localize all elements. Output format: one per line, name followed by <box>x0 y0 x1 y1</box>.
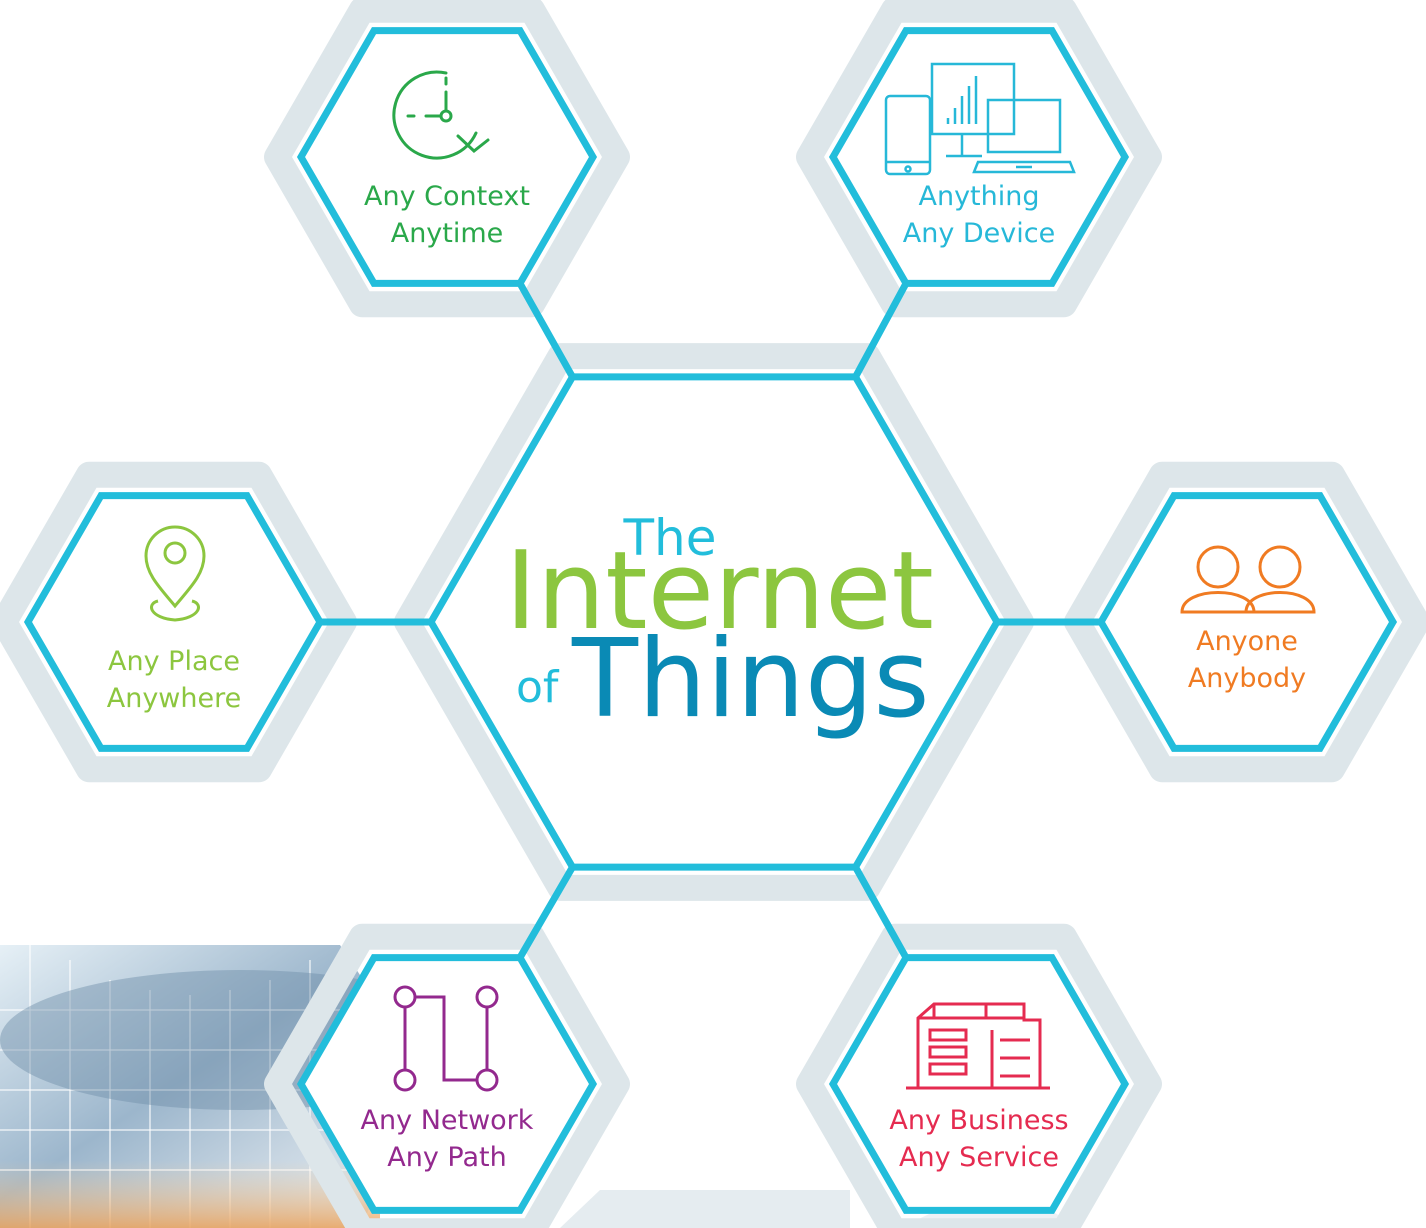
hex-anyone: Anyone Anybody <box>1180 545 1316 694</box>
hex-frame-center <box>426 373 1002 871</box>
connector-business <box>852 863 910 962</box>
hex-frame-business <box>828 954 1130 1214</box>
hex-frame-place <box>23 492 325 752</box>
hex-frame-anyone <box>1096 492 1398 752</box>
hex-network-line1: Any Network <box>361 1105 534 1136</box>
hexagon-frames <box>23 27 1398 1214</box>
hex-business-line1: Any Business <box>889 1105 1068 1136</box>
connector-context <box>516 279 576 381</box>
hex-business-line2: Any Service <box>899 1142 1059 1173</box>
hex-device: Anything Any Device <box>884 62 1076 249</box>
hex-context: Any Context Anytime <box>364 70 530 249</box>
hex-frame-network <box>296 954 598 1214</box>
center-title: The Internet of Things <box>505 509 934 742</box>
people-icon <box>1180 545 1316 614</box>
connector-device <box>852 279 910 381</box>
hex-place-line1: Any Place <box>108 646 240 677</box>
hex-device-line2: Any Device <box>903 218 1055 249</box>
hex-place: Any Place Anywhere <box>107 525 242 714</box>
building-icon <box>906 1002 1050 1090</box>
title-internet: Internet <box>505 529 934 654</box>
location-pin-icon <box>144 525 206 622</box>
hex-business: Any Business Any Service <box>889 1002 1069 1173</box>
hex-context-line1: Any Context <box>364 181 530 212</box>
title-the: The <box>623 509 717 567</box>
devices-icon <box>884 62 1076 176</box>
hex-shadow-anyone <box>1064 461 1426 783</box>
hex-context-line2: Anytime <box>391 218 504 249</box>
hex-anyone-line1: Anyone <box>1196 626 1298 657</box>
hexagon-connectors <box>316 279 1105 962</box>
hex-device-line1: Anything <box>918 181 1039 212</box>
hex-place-line2: Anywhere <box>107 683 242 714</box>
title-of: of <box>516 662 560 713</box>
hex-shadow-network <box>264 923 630 1228</box>
clock-refresh-icon <box>392 70 490 160</box>
hex-shadow-context <box>264 0 630 318</box>
title-things: Things <box>571 617 930 742</box>
connector-network <box>516 863 576 962</box>
hex-anyone-line2: Anybody <box>1188 663 1306 694</box>
hex-network: Any Network Any Path <box>361 985 534 1173</box>
hex-network-line2: Any Path <box>387 1142 506 1173</box>
network-path-icon <box>393 985 499 1092</box>
